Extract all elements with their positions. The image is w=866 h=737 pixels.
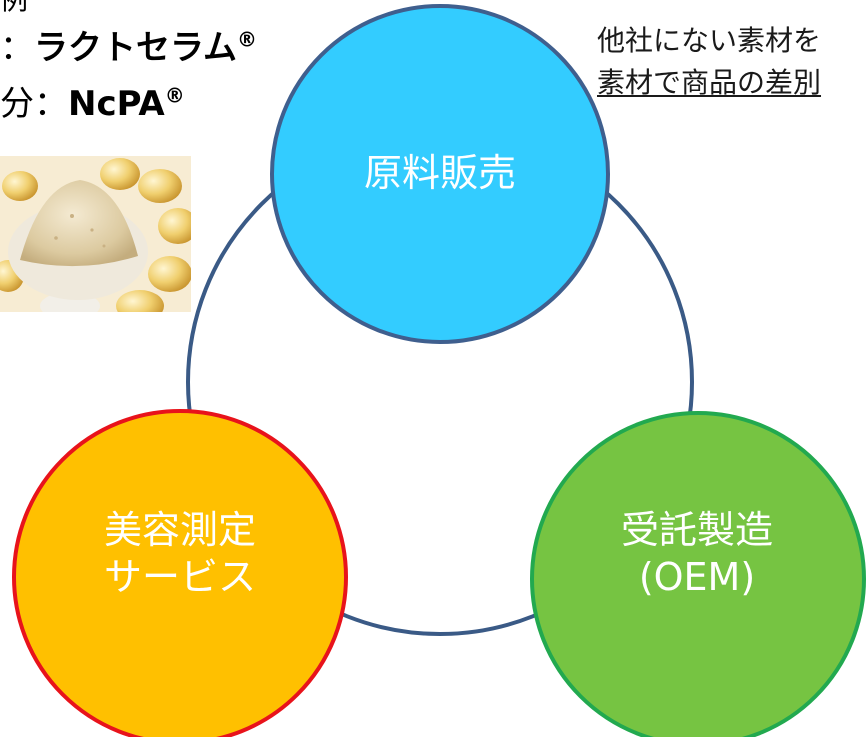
- product-name-line: ：ラクトセラム®: [0, 20, 257, 69]
- raw-material-sales-label: 原料販売: [363, 151, 516, 195]
- beauty-measurement-label: 美容測定 サービス: [15, 507, 345, 601]
- ingredient-prefix: 分：: [0, 84, 68, 124]
- soy-powder-image: [0, 156, 191, 312]
- beauty-measurement-circle[interactable]: [12, 409, 348, 737]
- beauty-label-line2: サービス: [103, 555, 256, 599]
- product-name: ラクトセラム: [34, 28, 237, 68]
- oem-manufacturing-label: 受託製造 (OEM): [532, 507, 862, 601]
- registered-mark: ®: [164, 83, 185, 108]
- oem-manufacturing-circle[interactable]: [530, 411, 866, 737]
- oem-label-line2: (OEM): [638, 555, 756, 599]
- raw-material-sales-circle[interactable]: [270, 4, 610, 344]
- product-name-prefix: ：: [0, 28, 34, 68]
- ingredient-line: 分：NcPA®: [0, 76, 185, 125]
- ingredient-name: NcPA: [68, 84, 165, 124]
- feature-note: 他社にない素材を 素材で商品の差別: [597, 20, 821, 104]
- note-line1: 他社にない素材を: [597, 24, 822, 57]
- note-line2: 素材で商品の差別: [597, 66, 822, 99]
- registered-mark: ®: [236, 27, 257, 52]
- beauty-label-line1: 美容測定: [103, 508, 256, 552]
- left-heading-fragment: 例: [0, 0, 28, 18]
- oem-label-line1: 受託製造: [620, 508, 773, 552]
